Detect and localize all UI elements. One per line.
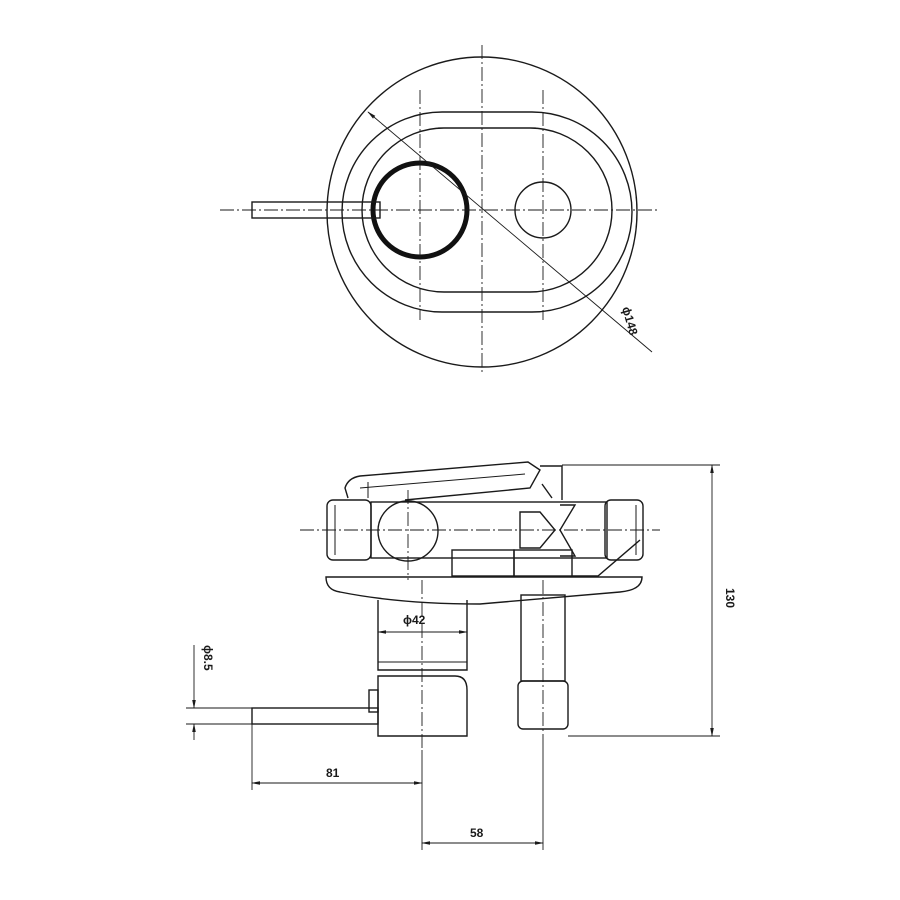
- outer-diameter-leader: [367, 111, 653, 353]
- body-cylinder: [377, 600, 468, 671]
- outer-plate-outline: [341, 111, 633, 313]
- outer-diameter-label: ϕ148: [619, 305, 641, 337]
- connector-screw: [368, 689, 379, 713]
- lever-handle: [344, 461, 541, 501]
- dimensions: 130 ϕ42 ϕ8.5 81 58: [186, 464, 737, 850]
- side-view: [251, 461, 660, 750]
- top-view: ϕ148: [220, 45, 660, 372]
- post-chamfer: [541, 483, 553, 499]
- spout-length-label: 81: [326, 766, 340, 780]
- post-top: [540, 465, 563, 500]
- body-diameter-label: ϕ42: [403, 613, 426, 627]
- wall-offset-label: 58: [470, 826, 484, 840]
- right-support-line: [572, 539, 641, 577]
- diverter-wedge-left: [519, 511, 556, 549]
- lever-highlight-line: [359, 473, 526, 489]
- spout-connector: [377, 675, 468, 737]
- diverter-wedge-right: [559, 504, 577, 557]
- height-dimension-label: 130: [723, 588, 737, 608]
- spout-diameter-label: ϕ8.5: [201, 645, 215, 671]
- spout-side-view: [251, 707, 379, 725]
- lower-block-left: [451, 549, 515, 577]
- wall-plate-base: [325, 576, 643, 605]
- lower-block-right: [513, 549, 573, 577]
